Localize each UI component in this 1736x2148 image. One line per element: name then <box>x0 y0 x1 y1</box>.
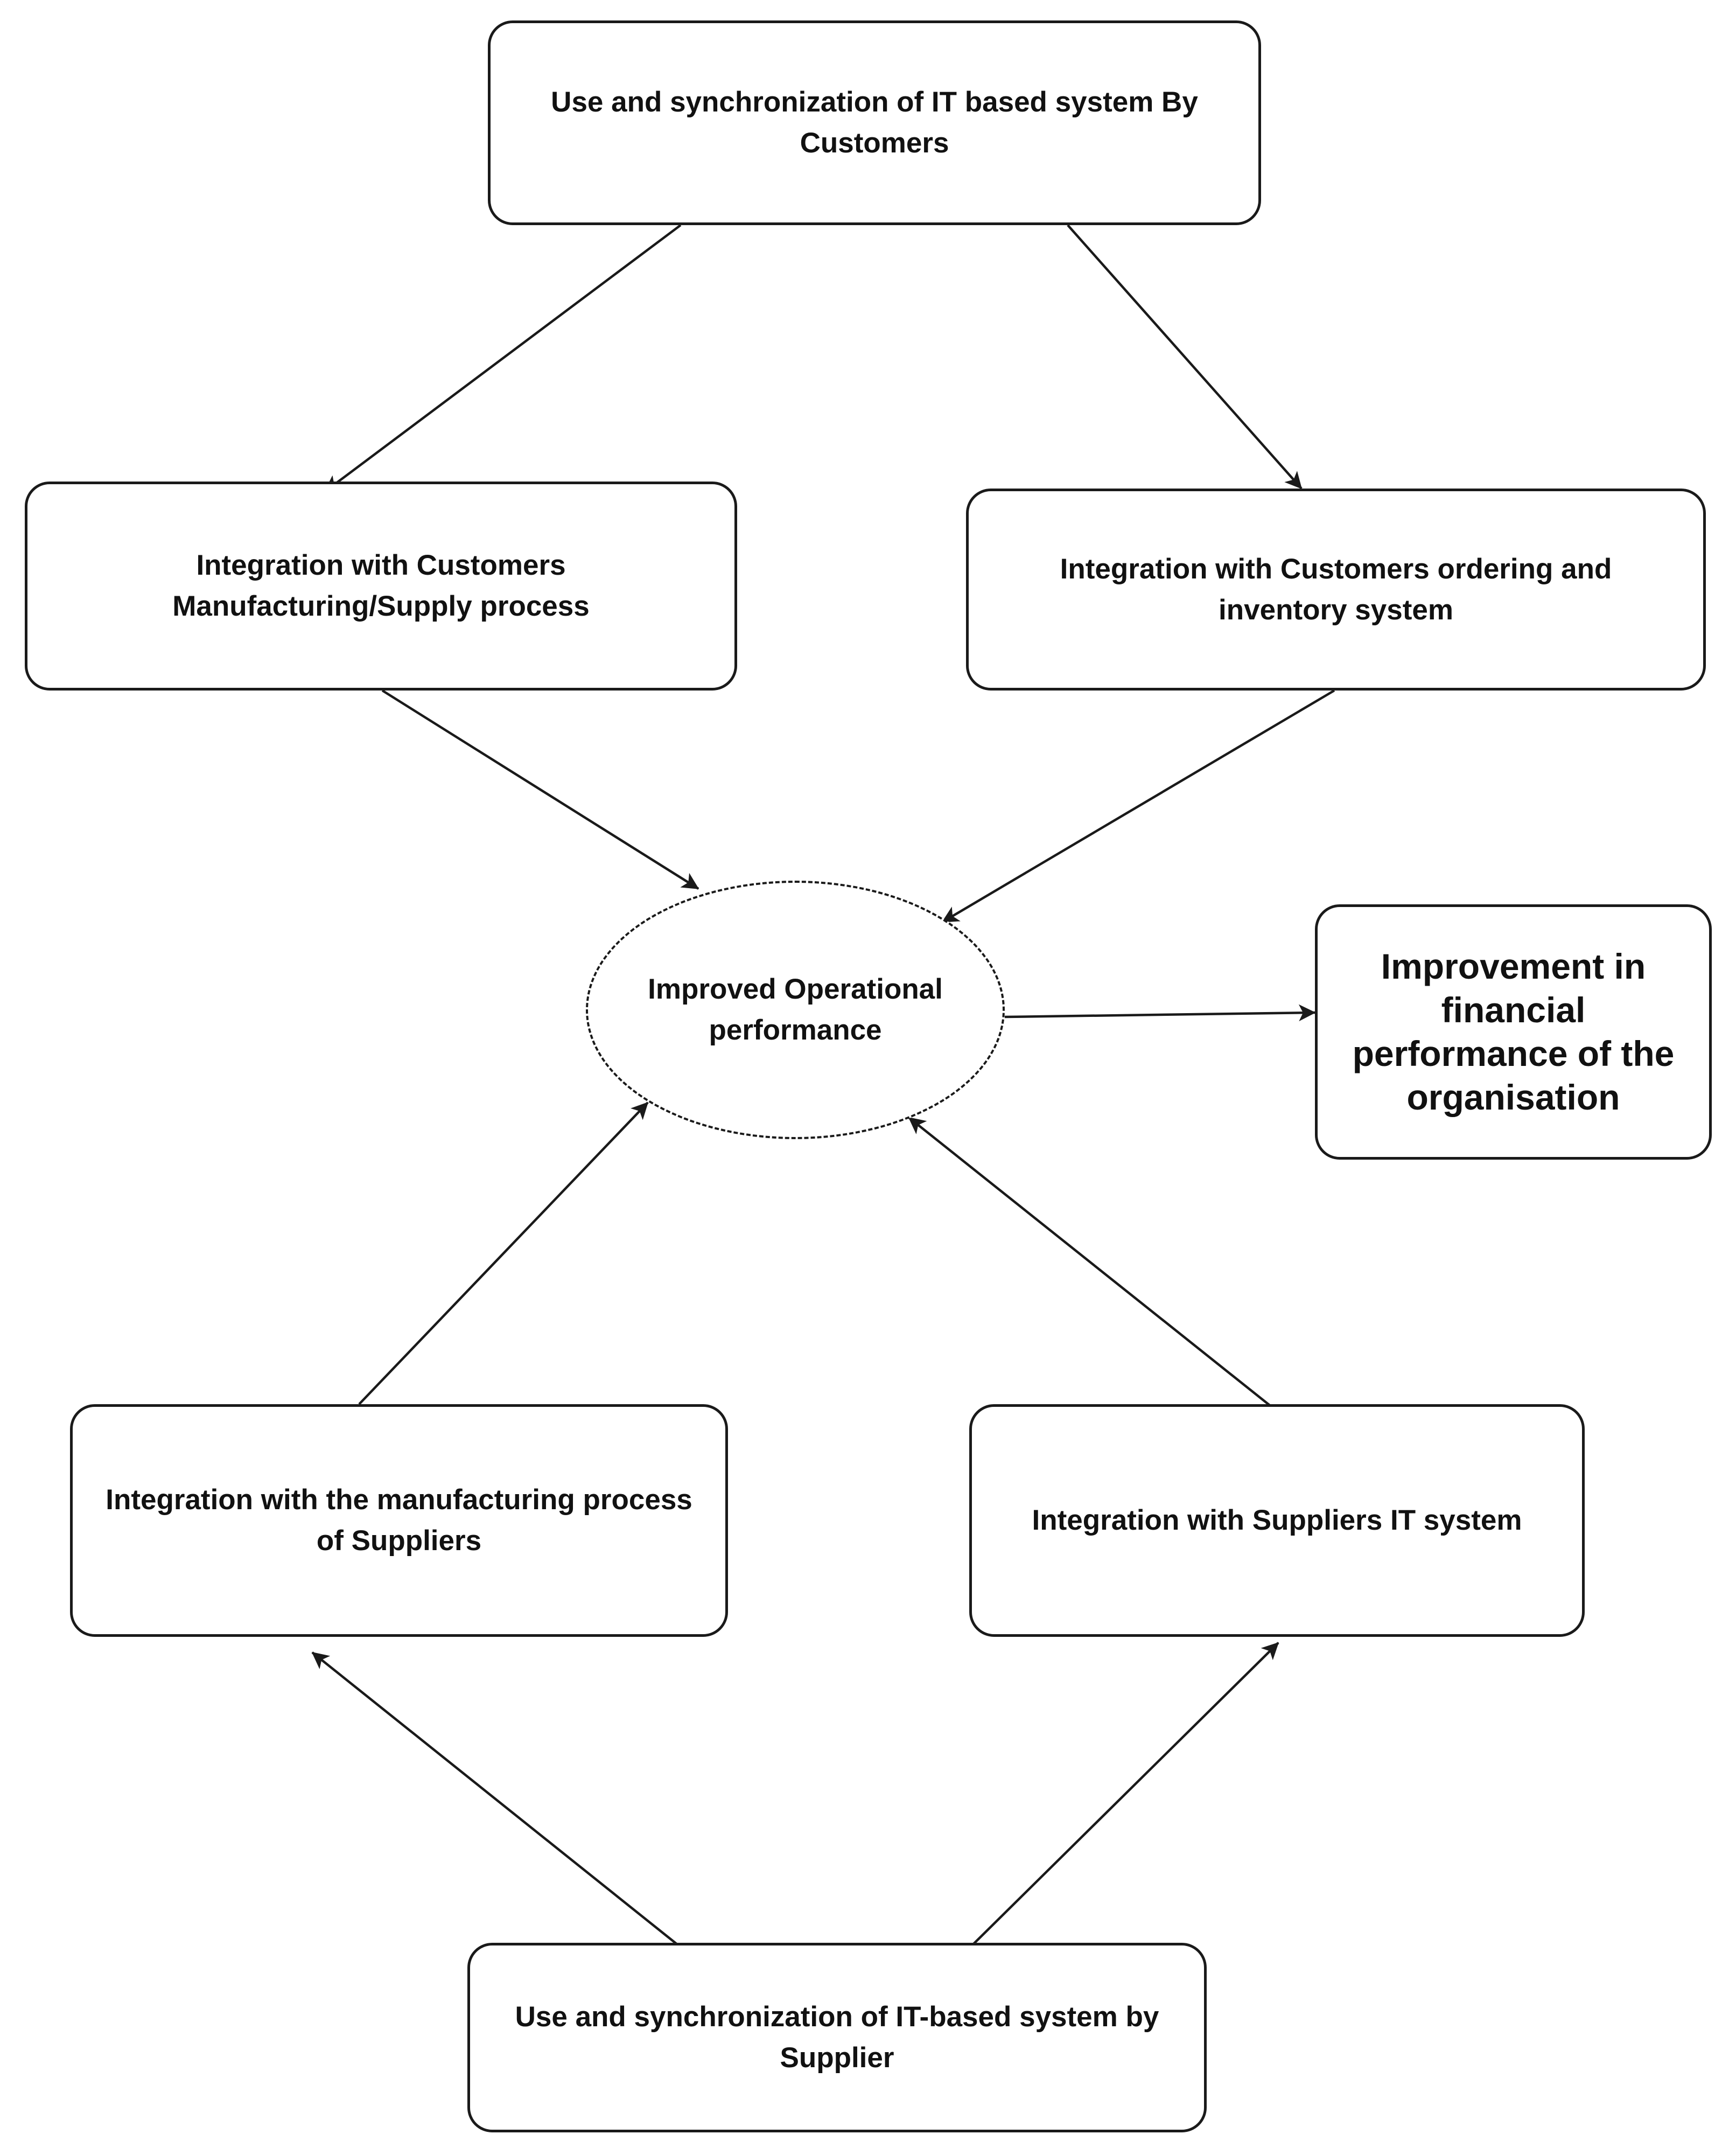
edge-supplier-system-to-suppliers-manufacturing <box>311 1651 682 1948</box>
node-customers-manufacturing-integration-label: Integration with Customers Manufacturing… <box>172 549 590 622</box>
node-suppliers-it-integration: Integration with Suppliers IT system <box>969 1404 1585 1637</box>
node-financial-performance: Improvement in financial performance of … <box>1315 904 1712 1160</box>
node-financial-performance-label: Improvement in financial performance of … <box>1352 946 1675 1117</box>
edge-suppliers-it-to-operational-performance <box>908 1117 1282 1415</box>
node-suppliers-manufacturing-integration-label: Integration with the manufacturing proce… <box>106 1484 692 1557</box>
node-operational-performance-label: Improved Operational performance <box>648 973 943 1046</box>
edge-supplier-system-to-suppliers-it <box>969 1642 1279 1948</box>
node-supplier-it-system: Use and synchronization of IT-based syst… <box>467 1943 1207 2132</box>
edge-operational-performance-to-financial-performance <box>1004 1004 1316 1022</box>
edge-customers-system-to-customers-ordering <box>1067 224 1303 490</box>
edge-customers-ordering-to-operational-performance <box>941 689 1335 923</box>
node-suppliers-it-integration-label: Integration with Suppliers IT system <box>1032 1504 1522 1536</box>
edge-customers-system-to-customers-manufacturing <box>324 224 682 493</box>
node-operational-performance: Improved Operational performance <box>586 881 1005 1139</box>
node-suppliers-manufacturing-integration: Integration with the manufacturing proce… <box>70 1404 728 1637</box>
node-customers-it-system-label: Use and synchronization of IT based syst… <box>551 86 1198 159</box>
edge-suppliers-manufacturing-to-operational-performance <box>358 1101 649 1405</box>
node-customers-it-system: Use and synchronization of IT based syst… <box>488 20 1261 225</box>
node-supplier-it-system-label: Use and synchronization of IT-based syst… <box>515 2001 1159 2074</box>
node-customers-ordering-integration: Integration with Customers ordering and … <box>966 489 1706 691</box>
edge-customers-manufacturing-to-operational-performance <box>381 689 699 890</box>
node-customers-ordering-integration-label: Integration with Customers ordering and … <box>1060 553 1612 626</box>
node-customers-manufacturing-integration: Integration with Customers Manufacturing… <box>25 482 737 691</box>
